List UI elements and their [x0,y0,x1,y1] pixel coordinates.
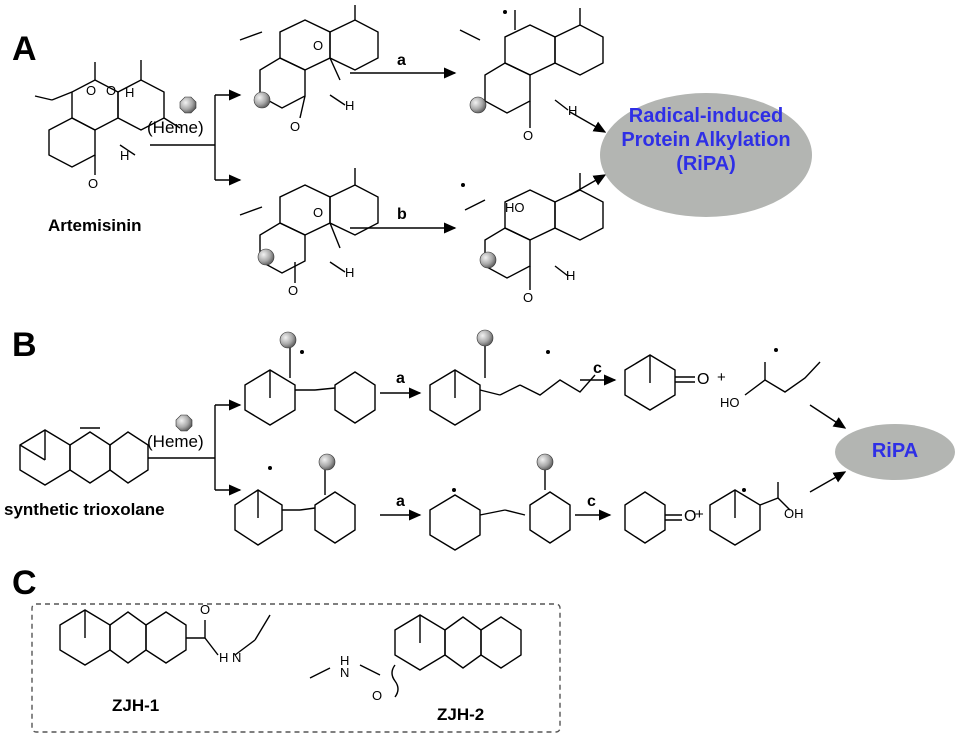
atom-label: O [88,176,99,191]
zjh1-structure [59,609,271,666]
atom-label: H N [340,653,350,680]
acid-radical-chain [744,361,821,396]
ripa-short-label: RiPA [871,440,919,462]
arrow-to-ripa-b-upper [809,404,847,429]
step-b-label: b [397,206,407,223]
atom-label: OH [784,506,804,521]
bound-heme-sphere-icon [253,91,554,471]
atom-label: H [120,148,130,163]
panel-c-label: C [12,564,37,602]
atom-label: O [313,38,324,53]
zjh2-structure [309,614,522,698]
atom-label: O [288,283,299,298]
heme-label-a: (Heme) [147,118,204,137]
trioxolane-radical-upper [244,345,376,426]
artemisinin-oxyl-radical-b [239,168,379,283]
atom-label: O [106,83,117,98]
step-a-label-upper: a [397,52,406,69]
artemisinin-oxyl-radical-a [239,5,379,119]
ripa-oval-large [600,93,812,217]
zjh2-label: ZJH-2 [437,705,485,724]
panel-a-label: A [12,30,37,68]
adamantyl-acid-radical [709,482,791,546]
atom-label: O [684,508,697,525]
heme-split-arrow-a [150,89,242,186]
trioxolane-radical-lower [234,470,356,546]
atom-label: O [697,371,710,388]
atom-label: O [86,83,97,98]
ester-radical-upper [429,345,596,426]
arrow-to-ripa-upper [569,111,607,133]
trioxolane-label: synthetic trioxolane [4,500,165,519]
atom-label: H [566,268,576,283]
atom-label: H [568,103,578,118]
atom-label: O [523,128,534,143]
atom-label: O [372,688,383,703]
carbon-radical-product-a [459,8,604,128]
panel-b-label: B [12,326,37,364]
heme-sphere-icon [175,96,197,432]
step-a-label-b-lower: a [396,493,405,510]
artemisinin-structure [34,60,181,175]
arrow-to-ripa-b-lower [809,471,847,493]
atom-label: H [345,265,355,280]
step-a-label-b-upper: a [396,370,405,387]
step-c-label-lower: c [587,493,596,510]
atom-label: O [200,602,211,617]
adamantanone [624,354,695,411]
atom-label: O [290,119,301,134]
ripa-oval-small [835,424,955,480]
plus-sign: + [695,506,704,523]
radical-dot-icon [268,10,778,492]
atom-label: O [313,205,324,220]
step-c-label-upper: c [593,360,602,377]
arrow-to-ripa-lower [569,174,607,196]
atom-label: H [125,85,135,100]
trioxolane-structure [19,427,149,486]
atom-label: O [523,290,534,305]
carbon-radical-product-b [464,173,604,290]
ripa-full-label: Radical-induced Protein Alkylation (RiPA… [621,105,791,175]
plus-sign: + [717,369,726,386]
ester-radical-lower [429,468,571,551]
artemisinin-label: Artemisinin [48,216,142,235]
zjh1-label: ZJH-1 [112,696,160,715]
heme-label-b: (Heme) [147,432,204,451]
cyclohexanone [624,491,682,544]
atom-label: H [345,98,355,113]
atom-label: HO [505,200,525,215]
atom-label: H N [219,650,242,665]
panel-c-frame [31,603,561,733]
atom-label: HO [720,395,740,410]
heme-split-arrow-b [148,399,242,496]
